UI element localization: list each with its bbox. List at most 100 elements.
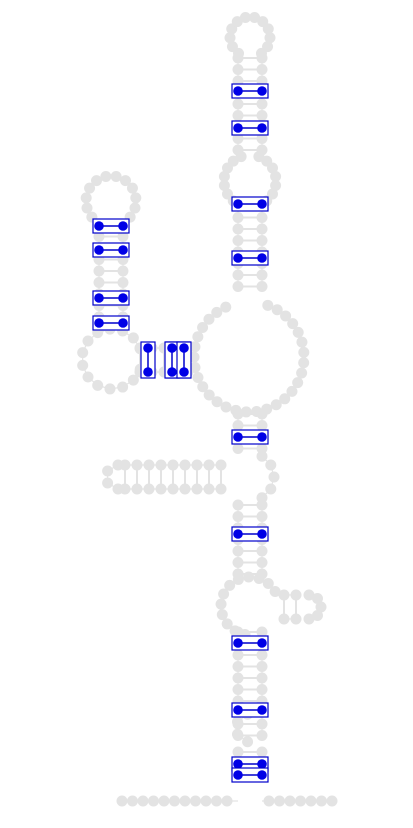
nucleotide-53 <box>256 235 268 246</box>
nucleotide-158 <box>268 471 280 483</box>
nucleotide-119 <box>117 231 129 242</box>
paired-nucleotide <box>118 318 128 328</box>
nucleotide-263 <box>305 795 317 807</box>
nucleotide-71 <box>292 377 304 389</box>
nucleotide-165 <box>143 459 155 471</box>
nucleotide-87 <box>192 331 204 343</box>
nucleotide-201 <box>215 598 227 610</box>
nucleotide-63 <box>271 304 283 316</box>
nucleotide-114 <box>127 332 139 344</box>
nucleotide-226 <box>232 672 244 684</box>
nucleotide-256 <box>200 795 212 807</box>
nucleotide-248 <box>116 795 128 807</box>
nucleotide-208 <box>269 586 281 597</box>
nucleotide-138 <box>80 192 92 204</box>
nucleotide-88 <box>197 322 209 334</box>
paired-nucleotide <box>233 705 243 715</box>
nucleotide-8 <box>262 23 274 35</box>
nucleotide-223 <box>256 649 268 661</box>
nucleotide-4 <box>231 16 243 28</box>
nucleotide-107 <box>82 371 94 383</box>
nucleotide-157 <box>265 459 277 471</box>
nucleotide-142 <box>110 171 122 183</box>
paired-nucleotide <box>233 529 243 539</box>
nucleotide-265 <box>326 795 338 807</box>
nucleotide-127 <box>117 277 129 288</box>
nucleotide-217 <box>303 613 315 625</box>
nucleotide-184 <box>256 499 268 511</box>
nucleotide-239 <box>231 728 243 740</box>
nucleotide-186 <box>256 511 268 522</box>
paired-nucleotide <box>233 432 243 442</box>
nucleotide-79 <box>220 401 232 413</box>
nucleotide-163 <box>131 459 143 471</box>
nucleotide-243 <box>256 746 268 758</box>
nucleotide-169 <box>167 459 179 471</box>
paired-nucleotide <box>233 199 243 209</box>
paired-nucleotide <box>143 367 153 377</box>
nucleotide-166 <box>143 483 155 495</box>
highlighted-base-pair-5 <box>231 526 269 542</box>
nucleotide-13 <box>256 52 268 64</box>
nucleotide-72 <box>286 385 298 397</box>
paired-nucleotide <box>257 705 267 715</box>
nucleotide-89 <box>203 313 215 325</box>
nucleotide-212 <box>290 613 302 625</box>
paired-nucleotide <box>94 293 104 303</box>
nucleotide-20 <box>232 98 244 110</box>
nucleotide-62 <box>262 299 274 311</box>
nucleotide-126 <box>93 277 105 288</box>
nucleotide-110 <box>82 335 94 347</box>
nucleotide-213 <box>303 589 315 601</box>
nucleotide-176 <box>203 483 215 495</box>
nucleotide-172 <box>179 483 191 495</box>
nucleotide-200 <box>216 609 228 621</box>
nucleotide-202 <box>218 588 230 600</box>
nucleotide-144 <box>126 182 138 194</box>
nucleotide-52 <box>232 235 244 246</box>
paired-nucleotide <box>257 123 267 133</box>
paired-nucleotide <box>257 86 267 96</box>
nucleotide-80 <box>211 396 223 408</box>
paired-nucleotide <box>257 253 267 263</box>
paired-nucleotide <box>94 245 104 255</box>
highlighted-base-pair-16 <box>176 341 192 379</box>
paired-nucleotide <box>257 638 267 648</box>
nucleotide-209 <box>278 589 290 601</box>
nucleotide-199 <box>221 618 233 630</box>
nucleotide-242 <box>232 746 244 758</box>
highlighted-base-pair-10 <box>92 218 130 234</box>
highlighted-base-pair-1 <box>231 120 269 136</box>
nucleotide-145 <box>130 192 142 204</box>
nucleotide-12 <box>232 52 244 64</box>
nucleotide-168 <box>155 483 167 495</box>
nucleotide-193 <box>232 557 244 568</box>
nucleotide-106 <box>92 379 104 391</box>
nucleotide-141 <box>100 171 112 183</box>
paired-nucleotide <box>233 770 243 780</box>
nucleotide-150 <box>232 420 244 431</box>
nucleotide-15 <box>256 64 268 75</box>
nucleotide-255 <box>190 795 201 807</box>
nucleotide-175 <box>203 459 215 471</box>
paired-nucleotide <box>167 343 177 353</box>
nucleotide-259 <box>263 795 275 807</box>
nucleotide-103 <box>127 374 139 386</box>
nucleotide-192 <box>256 545 268 557</box>
nucleotide-214 <box>311 593 323 605</box>
nucleotide-171 <box>179 459 191 471</box>
nucleotide-32 <box>221 188 233 200</box>
highlighted-base-pair-0 <box>231 83 269 99</box>
nucleotide-65 <box>287 318 299 330</box>
nucleotide-253 <box>169 795 180 807</box>
nucleotide-139 <box>84 182 96 194</box>
nucleotide-179 <box>112 483 124 495</box>
nucleotide-237 <box>256 730 268 741</box>
nucleotide-148 <box>232 408 244 420</box>
nucleotide-90 <box>211 306 223 318</box>
nucleotide-211 <box>290 589 302 601</box>
nucleotide-27 <box>256 133 268 144</box>
nucleotide-6 <box>249 12 261 24</box>
nucleotide-109 <box>77 347 89 359</box>
nucleotide-159 <box>265 483 277 495</box>
